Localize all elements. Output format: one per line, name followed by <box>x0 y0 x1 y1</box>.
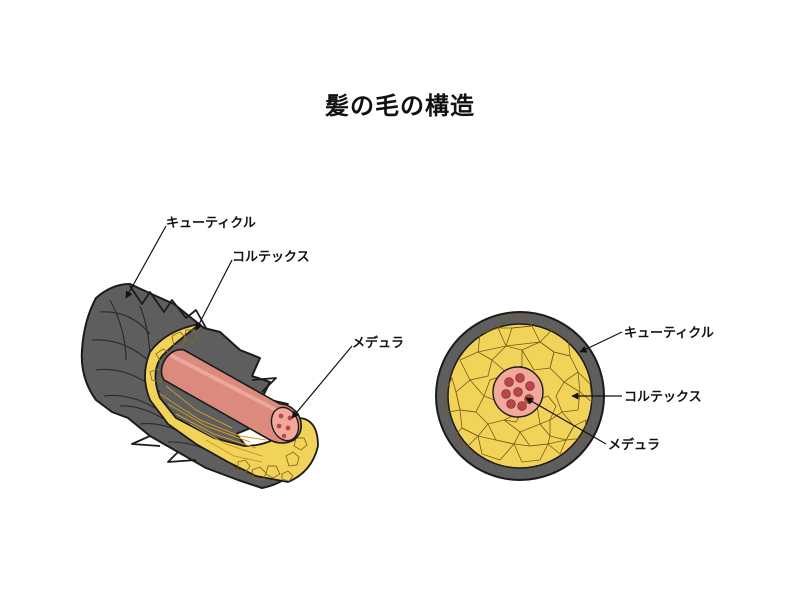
side-medulla <box>160 348 302 444</box>
side-cuticle-label: キューティクル <box>166 216 256 231</box>
page-title: 髪の毛の構造 <box>325 92 475 120</box>
side-medulla-label: メデュラ <box>352 336 405 351</box>
side-medulla-pointer <box>291 345 353 419</box>
side-cuticle-pointer <box>125 225 167 299</box>
side-medulla-dots <box>276 413 293 439</box>
side-cortex-label: コルテックス <box>232 250 310 265</box>
cross-medulla-pointer <box>525 397 607 445</box>
cross-medulla-label: メデュラ <box>608 438 661 453</box>
cross-cuticle-label: キューティクル <box>624 326 714 341</box>
cross-cuticle-pointer <box>579 331 623 353</box>
side-cortex-cells <box>149 329 308 482</box>
side-cuticle-scales <box>129 285 289 463</box>
hair-strand-side-view <box>80 225 353 489</box>
cross-cortex-cells <box>443 315 593 463</box>
cross-cortex-label: コルテックス <box>624 390 702 405</box>
hair-cross-section <box>435 311 623 481</box>
side-cortex-pointer <box>195 259 233 331</box>
side-cortex-fibers <box>159 385 267 463</box>
